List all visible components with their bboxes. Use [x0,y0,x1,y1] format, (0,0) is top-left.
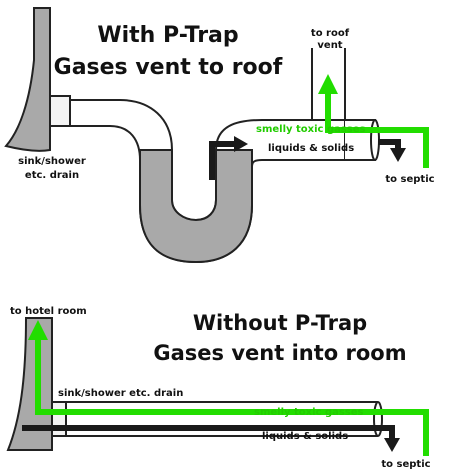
with-trap-gases-label: smelly toxic gasses [256,124,366,135]
liquid-straight-arrowhead [384,438,400,452]
roof-vent-label-line2: vent [317,40,342,51]
vent-stack [311,48,346,120]
gas-room-arrowhead [28,320,48,340]
gas-arrowhead-up [318,74,338,94]
without-trap-gases-label: smelly toxic gasses [254,407,364,418]
without-trap-diagram: Without P-Trap Gases vent into room to h… [6,306,431,470]
straight-pipe [66,401,378,437]
sink-wall-top [4,7,51,152]
with-trap-drain-label-line1: sink/shower [18,156,86,167]
liquid-straight-arrow [22,425,395,440]
without-trap-drain-label: sink/shower etc. drain [58,388,183,399]
trap-water [139,149,253,264]
with-trap-title-line1: With P-Trap [97,23,238,48]
with-trap-drain-label-line2: etc. drain [25,170,79,181]
with-trap-septic-label: to septic [385,174,434,185]
liquid-to-septic-arrow [378,139,401,150]
hotel-room-label: to hotel room [10,306,87,317]
outlet-pipe-end [370,119,380,161]
with-trap-diagram: With P-Trap Gases vent to roof to roof v… [4,7,435,264]
drain-collar-top [49,95,71,127]
liquid-arrowhead-right [234,136,248,152]
without-trap-liquids-label: liquids & solids [262,431,348,442]
without-trap-title-line1: Without P-Trap [193,311,367,335]
with-trap-title-line2: Gases vent to roof [54,55,283,80]
gas-into-room-arrow [35,338,429,456]
roof-vent-label-line1: to roof [311,28,350,39]
without-trap-title-line2: Gases vent into room [153,341,406,365]
liquid-flow-arrow [209,141,236,180]
with-trap-liquids-label: liquids & solids [268,143,354,154]
gas-flow-arrow [325,92,429,168]
septic-arrowhead-down [390,148,406,162]
without-trap-septic-label: to septic [381,459,430,470]
